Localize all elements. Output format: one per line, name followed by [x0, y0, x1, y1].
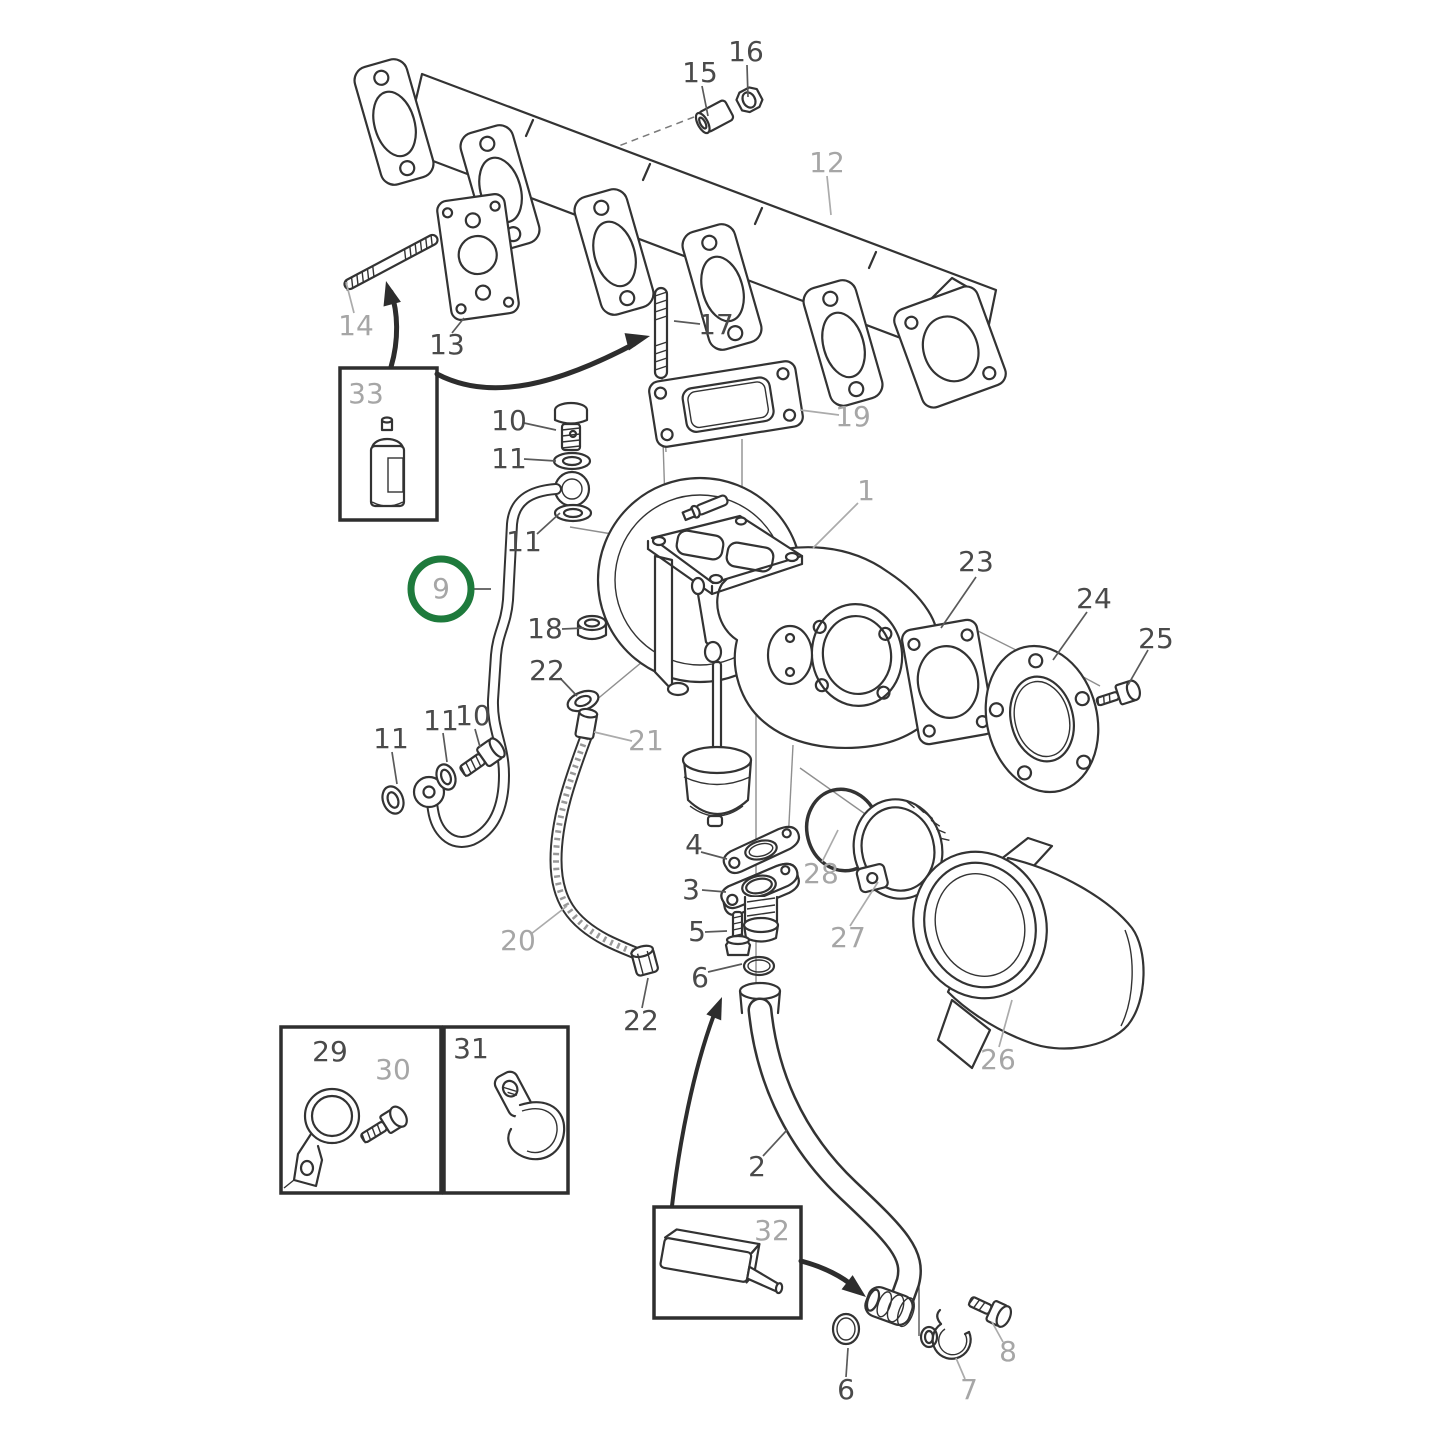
banjo-eye: [412, 775, 446, 809]
drain-flange-group: [720, 825, 801, 977]
hose-clamp-27: [852, 798, 950, 900]
nut-16: [735, 86, 764, 114]
gasket-4: [722, 825, 801, 875]
banjo-bolt-10: [459, 737, 506, 778]
gasket-23: [900, 618, 996, 746]
turbine-outlet-flange: [810, 603, 904, 707]
stud-14: [343, 233, 439, 291]
leader-lines: [322, 64, 1149, 1380]
stud-17: [653, 286, 669, 380]
retaining-clip-7: [931, 1308, 972, 1360]
manifold-flange: [802, 279, 884, 407]
inset-boxes: [279, 366, 803, 1320]
manifold-end-flange: [893, 285, 1007, 409]
clamp-bolt-icon: [360, 1105, 408, 1144]
outlet-gasket-flange-group: [900, 618, 1142, 794]
wastegate-actuator: [681, 745, 753, 828]
gasket-19: [648, 360, 804, 448]
highlight-ring: [407, 555, 475, 623]
banjo-bolt-10: [553, 401, 589, 452]
turbocharger-drawing: [596, 476, 956, 828]
hose-fitting-21: [574, 707, 599, 741]
p-clip-icon: [493, 1070, 566, 1161]
exhaust-manifold-drawing: [353, 58, 1007, 409]
manifold-flange: [353, 58, 435, 186]
oil-feed-pipe: [412, 483, 562, 848]
pipe-end-fitting: [864, 1286, 915, 1328]
banjo-bolt-stack-top: [552, 401, 593, 523]
flange-3: [720, 862, 800, 916]
drain-pipe: [738, 981, 922, 1328]
gasket-13: [436, 193, 520, 321]
manifold-flange: [459, 124, 541, 252]
actuator-hose-fitting: [681, 494, 729, 522]
sealant-tube-icon: [659, 1228, 784, 1295]
manifold-flange: [573, 188, 655, 316]
pointer-arrows: [383, 281, 866, 1297]
manifold-hardware: [343, 86, 804, 448]
manifold-flange: [681, 223, 763, 351]
elbow-26: [912, 836, 1145, 1070]
braided-hose: [549, 707, 659, 977]
banjo-bolt-stack-bottom: [381, 737, 506, 815]
o-ring-6: [742, 955, 776, 977]
bolt-5: [724, 910, 752, 957]
bolt-8: [967, 1296, 1013, 1328]
hose-nut-22: [630, 944, 659, 977]
spacer-15: [694, 99, 735, 135]
pipe-clamp-icon: [283, 1087, 361, 1189]
pipe-end-hardware: [831, 1296, 1013, 1360]
flange-24: [984, 644, 1100, 794]
aerosol-can-icon: [369, 416, 406, 508]
intake-elbow-group: [804, 787, 1145, 1070]
nut-18: [576, 614, 608, 641]
bolt-25: [1095, 679, 1142, 707]
